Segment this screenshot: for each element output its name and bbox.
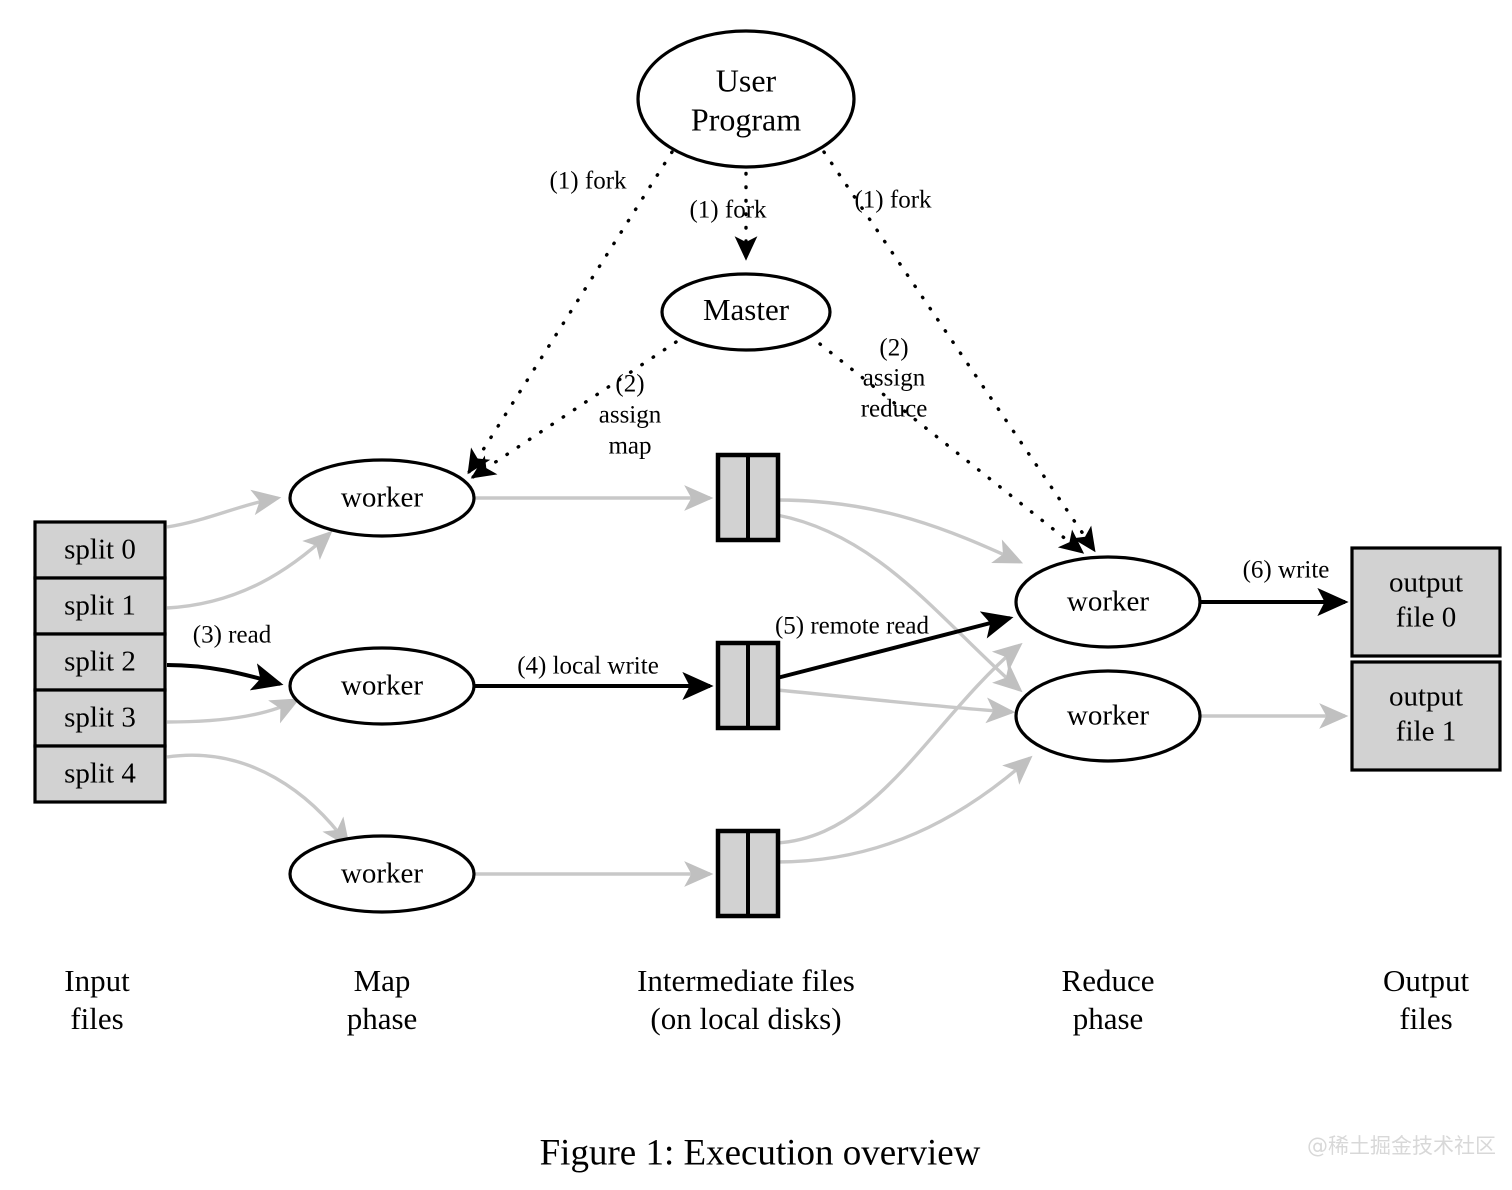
map-worker-1-label: worker [341, 670, 423, 702]
intermediate-files-group [715, 452, 781, 919]
node-map-worker-1[interactable] [288, 646, 476, 726]
column-label-output-line1: Output [1383, 963, 1470, 998]
split-label-3: split 3 [64, 702, 136, 734]
column-label-intermediate-line1: Intermediate files [637, 963, 855, 998]
label-assign-reduce-num: (2) [879, 335, 908, 362]
edges-intermediate-to-reduce: (5) remote read [775, 498, 1033, 864]
node-reduce-worker-1[interactable] [1014, 669, 1202, 763]
edge-inter2-to-reduce0 [776, 642, 1023, 845]
column-label-input-line2: files [70, 1001, 123, 1036]
label-write: (6) write [1243, 557, 1330, 584]
nodes-group: User Program Master worker worker worker… [288, 29, 1202, 914]
edge-split0-to-worker0 [166, 489, 282, 529]
edge-split1-to-worker0 [166, 530, 333, 610]
label-assign-reduce-line2: reduce [861, 396, 928, 423]
node-master[interactable] [660, 272, 832, 352]
edge-read-group: (3) read [166, 622, 284, 691]
column-label-input-line1: Input [64, 963, 130, 998]
label-assign-map-num: (2) [615, 371, 644, 398]
column-label-map-line1: Map [354, 963, 411, 998]
edge-inter1-to-reduce1 [776, 688, 1016, 724]
output-files-group: output file 0 output file 1 [1350, 546, 1502, 772]
intermediate-file-2[interactable] [715, 828, 781, 919]
label-assign-reduce-line1: assign [863, 365, 926, 392]
edge-assign-reduce [818, 342, 1085, 554]
split-label-2: split 2 [64, 646, 136, 678]
watermark: @稀土掘金技术社区 [1307, 1134, 1496, 1158]
edge-assign-map [470, 340, 678, 479]
map-worker-2-label: worker [341, 858, 423, 890]
node-map-worker-2[interactable] [288, 834, 476, 914]
edge-inter0-to-reduce1 [776, 513, 1023, 693]
node-user-program[interactable] [636, 29, 856, 169]
map-worker-0-label: worker [341, 482, 423, 514]
label-local-write: (4) local write [517, 653, 659, 680]
split-box-1[interactable] [33, 576, 167, 636]
edges-input-to-map [166, 489, 350, 848]
edges-control-dotted: (1) fork (1) fork (1) fork (2) assign ma… [467, 150, 1096, 554]
label-fork-left: (1) fork [549, 168, 627, 195]
edges-reduce-to-output: (6) write [1198, 557, 1349, 729]
split-box-3[interactable] [33, 688, 167, 748]
label-assign-map-line2: map [608, 433, 651, 460]
edge-inter1-remote-read-to-reduce0 [776, 611, 1014, 680]
output-file-1-line1: output [1389, 681, 1463, 713]
split-box-4[interactable] [33, 744, 167, 804]
edge-split3-to-worker1 [166, 698, 301, 724]
user-program-line1: User [716, 62, 777, 98]
edge-fork-to-map-worker [467, 150, 674, 475]
intermediate-file-0[interactable] [715, 452, 781, 543]
edge-fork-to-reduce-worker [822, 150, 1096, 553]
label-remote-read: (5) remote read [775, 613, 930, 640]
column-label-reduce-line1: Reduce [1062, 963, 1155, 998]
edge-split4-to-worker2 [166, 753, 350, 848]
output-file-0-line2: file 0 [1396, 602, 1456, 634]
split-label-0: split 0 [64, 534, 136, 566]
label-read: (3) read [193, 622, 272, 649]
split-label-1: split 1 [64, 590, 136, 622]
split-box-0[interactable] [33, 520, 167, 580]
output-file-0-line1: output [1389, 567, 1463, 599]
intermediate-file-1[interactable] [715, 640, 781, 731]
edge-inter0-to-reduce0 [776, 498, 1024, 564]
edges-map-to-intermediate: (4) local write [472, 485, 714, 887]
master-label: Master [703, 292, 790, 327]
column-label-map-line2: phase [347, 1001, 418, 1036]
user-program-line2: Program [691, 101, 801, 137]
node-map-worker-0[interactable] [288, 458, 476, 538]
edge-split2-read-to-worker1 [166, 663, 284, 691]
column-label-intermediate-line2: (on local disks) [650, 1001, 841, 1036]
output-file-1-line2: file 1 [1396, 716, 1456, 748]
column-label-reduce-line2: phase [1073, 1001, 1144, 1036]
label-fork-right: (1) fork [854, 187, 932, 214]
node-reduce-worker-0[interactable] [1014, 555, 1202, 649]
edge-inter2-to-reduce1 [776, 755, 1033, 864]
label-assign-map-line1: assign [599, 402, 662, 429]
reduce-worker-0-label: worker [1067, 586, 1149, 618]
label-fork-center: (1) fork [689, 197, 767, 224]
output-file-box-1[interactable] [1350, 660, 1502, 772]
column-labels-group: Input files Map phase Intermediate files… [64, 963, 1469, 1036]
input-splits-group: split 0 split 1 split 2 split 3 split 4 [33, 520, 167, 804]
reduce-worker-1-label: worker [1067, 700, 1149, 732]
output-file-box-0[interactable] [1350, 546, 1502, 658]
column-label-output-line2: files [1399, 1001, 1452, 1036]
figure-caption: Figure 1: Execution overview [540, 1132, 981, 1173]
split-label-4: split 4 [64, 758, 136, 790]
